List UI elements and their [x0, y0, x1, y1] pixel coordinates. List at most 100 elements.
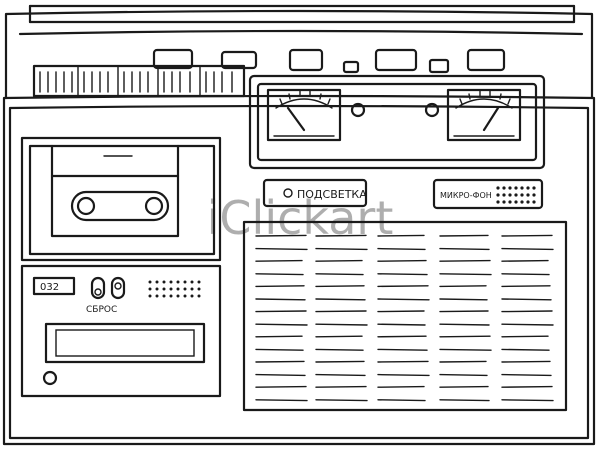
indicator-dot [169, 280, 173, 284]
speaker-slot [439, 399, 490, 402]
mic-hole [502, 193, 506, 197]
speaker-slot [377, 247, 426, 251]
speaker-slot [255, 247, 308, 251]
speaker-slot [501, 273, 550, 276]
mic-hole [502, 186, 506, 190]
speaker-slots [255, 234, 554, 402]
speaker-slot [501, 234, 553, 237]
speaker-slot [315, 335, 363, 338]
indicator-dot [197, 294, 201, 298]
speaker-slot [255, 273, 304, 276]
mic-hole [526, 200, 530, 204]
vu-meter-panel [248, 74, 546, 170]
speaker-slot [255, 285, 305, 288]
indicator-dot [162, 294, 166, 298]
speaker-slot [439, 298, 488, 301]
speaker-slot [439, 273, 492, 276]
speaker-slot [255, 360, 305, 363]
backlight-label: ПОДСВЕТКА [297, 188, 367, 201]
microphone-grille [496, 186, 536, 204]
speaker-slot [255, 259, 303, 262]
power-button [42, 370, 58, 386]
speaker-slot [501, 373, 552, 377]
indicator-dot [176, 280, 180, 284]
speaker-slot [377, 234, 425, 237]
speaker-slot [377, 373, 430, 377]
speaker-slot [501, 247, 554, 251]
mic-hole [508, 186, 512, 190]
mic-hole [532, 193, 536, 197]
speaker-slot [255, 310, 307, 313]
speaker-slot [315, 285, 365, 288]
speaker-slot [377, 335, 427, 338]
control-panel: 032 СБРОС [20, 264, 222, 398]
indicator-dot [197, 287, 201, 291]
speaker-slot [377, 273, 428, 276]
tape-counter: 032 [32, 276, 76, 296]
speaker-slot [501, 399, 554, 402]
watermark: iClickart [207, 191, 394, 245]
indicator-dot [162, 287, 166, 291]
speaker-slot [377, 399, 426, 402]
speaker-slot [439, 285, 487, 288]
speaker-slot [377, 310, 425, 313]
indicator-dot [162, 280, 166, 284]
reset-label: СБРОС [86, 305, 117, 315]
speaker-slot [255, 399, 308, 402]
indicator-dots [148, 280, 201, 298]
mic-hole [514, 200, 518, 204]
speaker-slot [439, 335, 491, 338]
tape-window [44, 322, 206, 364]
speaker-slot [315, 385, 367, 388]
speaker-slot [439, 323, 490, 326]
indicator-dot [169, 294, 173, 298]
speaker-slot [315, 323, 368, 326]
speaker-slot [501, 259, 549, 262]
cassette-icon [50, 144, 180, 238]
speaker-slot [315, 373, 366, 377]
backlight-button: ПОДСВЕТКА [262, 178, 367, 208]
mic-hole [514, 193, 518, 197]
speaker-slot [255, 373, 306, 377]
speaker-slot [439, 385, 489, 388]
indicator-dot [148, 294, 152, 298]
speaker-slot [501, 298, 552, 301]
indicator-dot [155, 287, 159, 291]
top-handle [4, 4, 594, 100]
indicator-dot [190, 287, 194, 291]
speaker-slot [377, 348, 428, 351]
mic-hole [502, 200, 506, 204]
indicator-dot [176, 294, 180, 298]
indicator-dot [155, 294, 159, 298]
speaker-slot [439, 348, 492, 351]
indicator-dot [183, 280, 187, 284]
mic-hole [532, 200, 536, 204]
mic-hole [520, 193, 524, 197]
mic-hole [514, 186, 518, 190]
mic-hole [496, 193, 500, 197]
speaker-slot [501, 348, 550, 351]
speaker-slot [377, 298, 430, 301]
microphone-label: МИКРО-ФОН [440, 191, 492, 200]
indicator-dot [183, 294, 187, 298]
mic-hole [496, 186, 500, 190]
indicator-dot [169, 287, 173, 291]
speaker-slot [439, 247, 490, 251]
speaker-slot [315, 259, 363, 262]
speaker-slot [501, 360, 551, 363]
speaker-slot [315, 247, 368, 251]
counter-digits: 032 [40, 282, 59, 293]
speaker-slot [377, 259, 427, 262]
indicator-dot [190, 294, 194, 298]
speaker-slot [501, 335, 549, 338]
indicator-dot [176, 287, 180, 291]
main-body [2, 94, 596, 446]
speaker-slot [315, 234, 367, 237]
speaker-slot [255, 385, 307, 388]
speaker-slot [255, 234, 307, 237]
indicator-dot [190, 280, 194, 284]
speaker-slot [315, 399, 368, 402]
speaker-slot [501, 323, 554, 326]
speaker-slot [377, 285, 429, 288]
